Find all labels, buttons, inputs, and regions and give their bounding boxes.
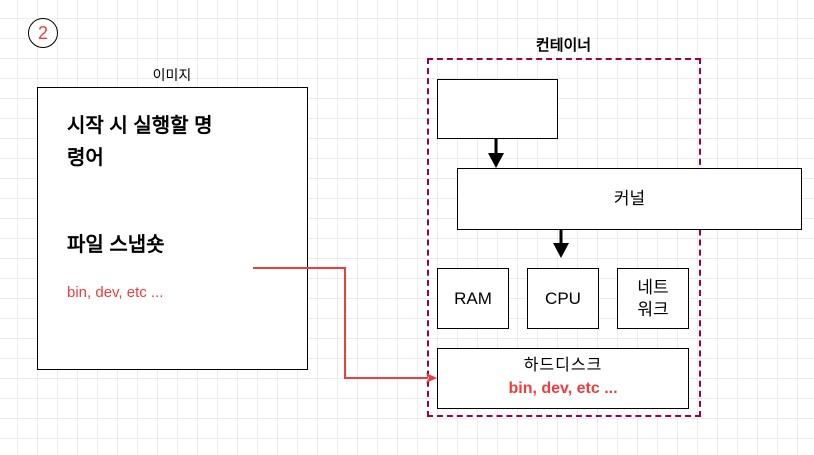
kernel-label: 커널	[613, 189, 646, 208]
container-group-label: 컨테이너	[535, 37, 592, 54]
cpu-box: CPU	[527, 268, 599, 329]
hard-disk-files: bin, dev, etc ...	[508, 380, 618, 397]
file-snapshot-title: 파일 스냅숏	[67, 234, 165, 256]
step-number: 2	[37, 22, 48, 43]
cpu-label: CPU	[545, 288, 581, 308]
startup-command-text: 시작 시 실행할 명 령어	[67, 110, 297, 174]
file-snapshot-files: bin, dev, etc ...	[67, 284, 164, 301]
image-group-label: 이미지	[152, 67, 192, 83]
kernel-box: 커널	[457, 168, 802, 230]
network-label-line-2: 워크	[637, 299, 669, 319]
hard-disk-box: 하드디스크 bin, dev, etc ...	[437, 348, 689, 409]
image-box: 시작 시 실행할 명 령어 파일 스냅숏 bin, dev, etc ...	[37, 87, 308, 370]
process-box	[437, 79, 558, 139]
hard-disk-label: 하드디스크	[523, 357, 603, 374]
network-label-line-1: 네트	[637, 277, 669, 297]
step-number-badge: 2	[28, 18, 58, 48]
ram-label: RAM	[454, 288, 492, 308]
ram-box: RAM	[437, 268, 509, 329]
network-box: 네트 워크	[617, 268, 689, 329]
startup-command-line-1: 시작 시 실행할 명	[67, 115, 213, 137]
startup-command-line-2: 령어	[67, 147, 104, 169]
container-dashed-boundary	[427, 58, 701, 417]
